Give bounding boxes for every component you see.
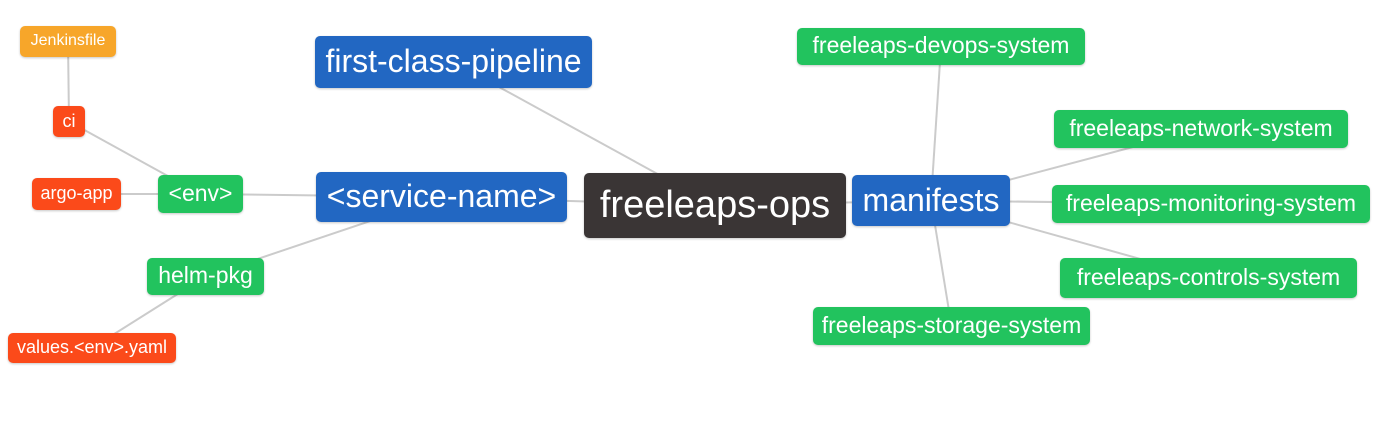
node-label: freeleaps-network-system xyxy=(1069,114,1333,141)
node-label: manifests xyxy=(862,181,1000,218)
node-label: helm-pkg xyxy=(158,262,253,288)
node-label: freeleaps-monitoring-system xyxy=(1065,189,1357,216)
node-manifests[interactable]: manifests xyxy=(852,175,1010,226)
node-label: freeleaps-storage-system xyxy=(821,311,1082,338)
node-freeleaps-monitoring-system[interactable]: freeleaps-monitoring-system xyxy=(1052,185,1370,223)
node-label: <env> xyxy=(168,179,233,206)
node-label: freeleaps-ops xyxy=(599,183,831,226)
node-env[interactable]: <env> xyxy=(158,175,243,213)
node-label: values.<env>.yaml xyxy=(16,337,168,357)
node-label: freeleaps-devops-system xyxy=(812,32,1070,58)
node-label: freeleaps-controls-system xyxy=(1076,263,1341,290)
node-label: <service-name> xyxy=(326,178,557,214)
node-label: ci xyxy=(62,110,76,131)
node-label: argo-app xyxy=(40,183,113,203)
node-argo-app[interactable]: argo-app xyxy=(32,178,121,210)
node-first-class-pipeline[interactable]: first-class-pipeline xyxy=(315,36,592,88)
node-freeleaps-ops[interactable]: freeleaps-ops xyxy=(584,173,846,238)
node-ci[interactable]: ci xyxy=(53,106,85,137)
node-jenkinsfile[interactable]: Jenkinsfile xyxy=(20,26,116,57)
node-helm-pkg[interactable]: helm-pkg xyxy=(147,258,264,295)
node-freeleaps-controls-system[interactable]: freeleaps-controls-system xyxy=(1060,258,1357,298)
edge-freeleaps-devops-system--manifests xyxy=(930,46,942,201)
node-freeleaps-devops-system[interactable]: freeleaps-devops-system xyxy=(797,28,1085,65)
node-service-name[interactable]: <service-name> xyxy=(316,172,567,222)
node-freeleaps-network-system[interactable]: freeleaps-network-system xyxy=(1054,110,1348,148)
node-values-env-yaml[interactable]: values.<env>.yaml xyxy=(8,333,176,363)
node-freeleaps-storage-system[interactable]: freeleaps-storage-system xyxy=(813,307,1090,345)
node-label: Jenkinsfile xyxy=(30,31,106,49)
node-label: first-class-pipeline xyxy=(325,43,582,79)
